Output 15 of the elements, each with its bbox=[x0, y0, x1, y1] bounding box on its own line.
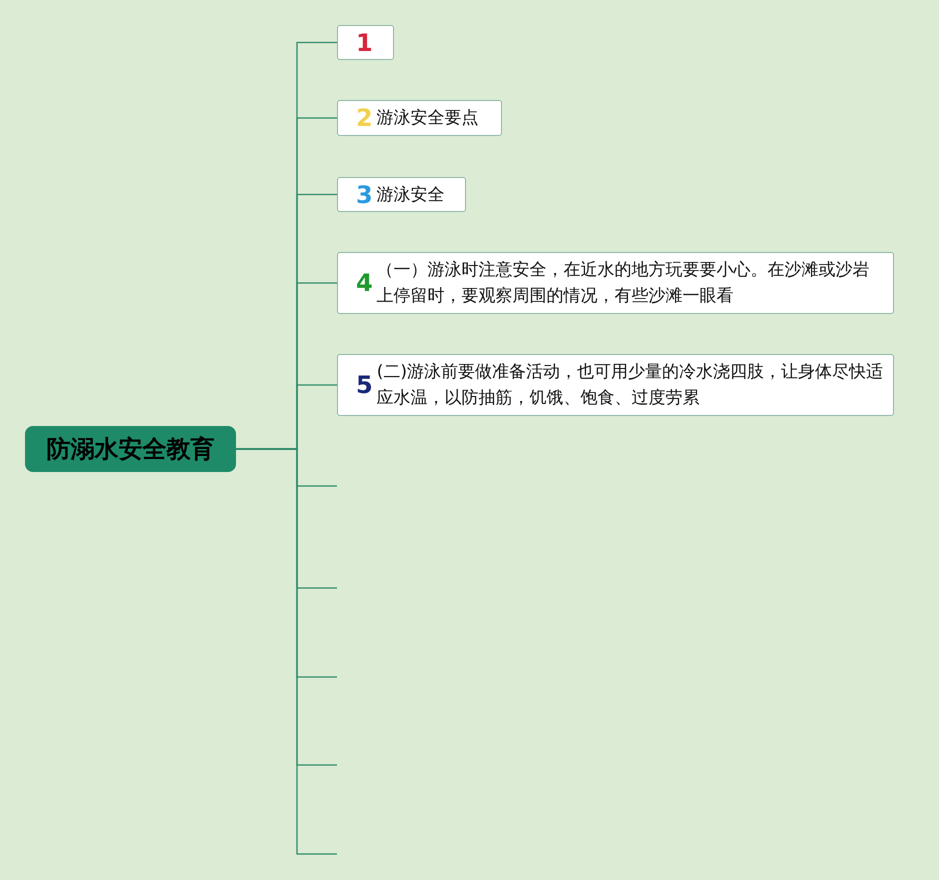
topic-box bbox=[337, 177, 466, 212]
number-marker: 5 bbox=[356, 373, 373, 397]
number-marker: 1 bbox=[356, 30, 373, 54]
number-marker: 2 bbox=[356, 106, 373, 130]
number-marker: 3 bbox=[356, 182, 373, 206]
topic-box bbox=[337, 100, 502, 136]
topic-box bbox=[337, 354, 894, 416]
topic-text: 游泳安全 bbox=[376, 184, 445, 206]
topic-box bbox=[337, 25, 394, 60]
topic-box bbox=[337, 252, 894, 314]
topic-text: 游泳安全要点 bbox=[376, 107, 479, 130]
topic-text: （一）游泳时注意安全，在近水的地方玩要要小心。在沙滩或沙岩上停留时，要观察周围的情况，有些沙滩一眼看 bbox=[376, 259, 871, 308]
root-topic-box: 防溺水安全教育 bbox=[25, 426, 236, 472]
topic-text: (二)游泳前要做准备活动，也可用少量的冷水浇四肢，让身体尽快适应水温，以防抽筋，饥饿、饱食、过度劳累 bbox=[376, 361, 884, 410]
number-marker: 4 bbox=[356, 271, 373, 295]
